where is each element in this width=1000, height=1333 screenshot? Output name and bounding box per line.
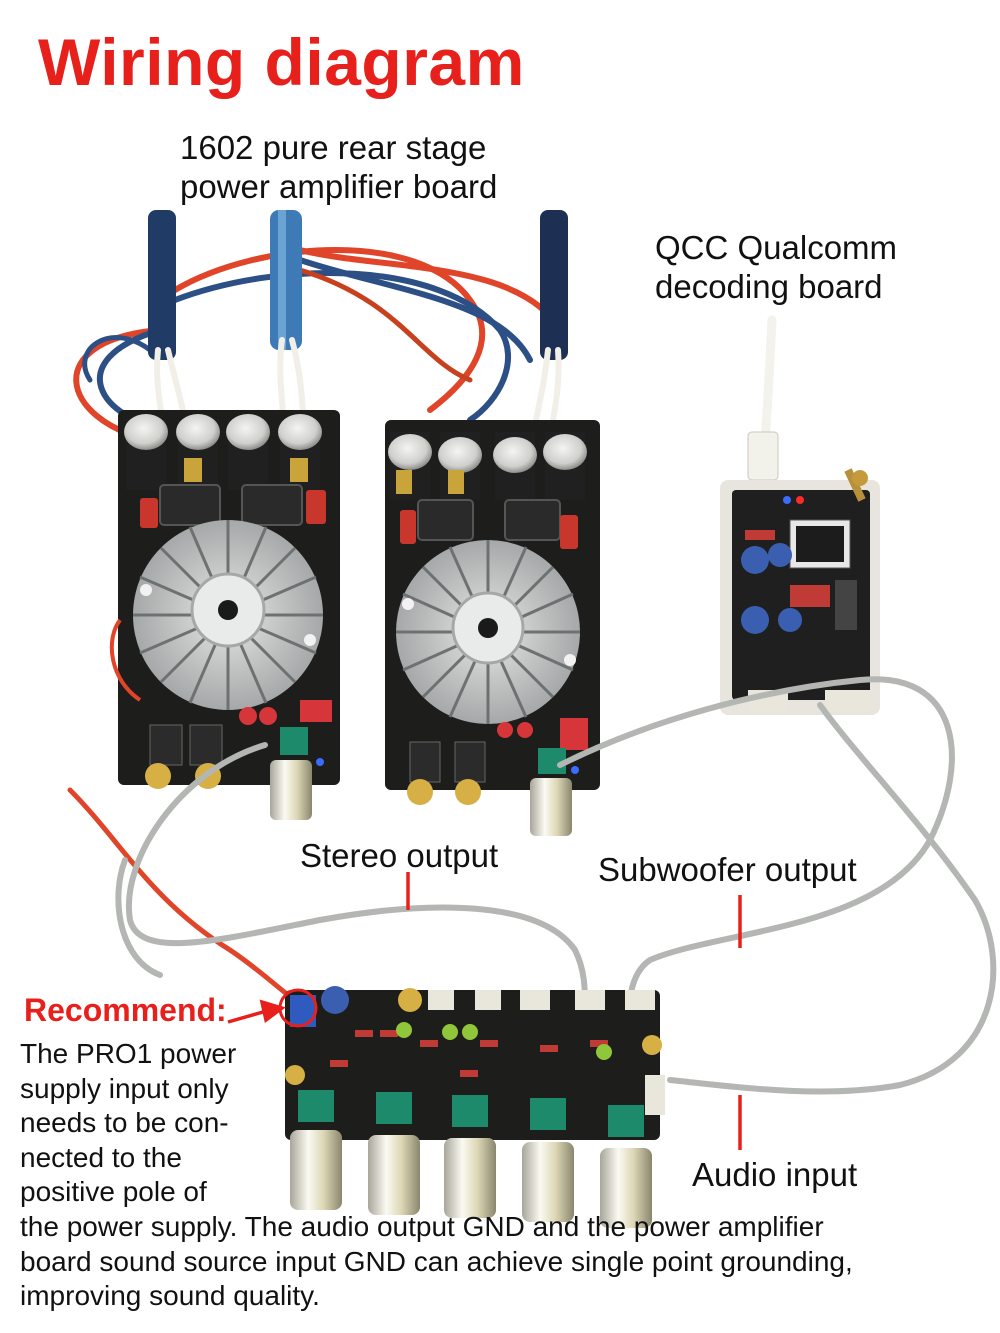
note-line: nected to the	[20, 1141, 182, 1173]
power-amp-board-label: 1602 pure rear stage power amplifier boa…	[180, 128, 497, 206]
preamp-board	[278, 986, 665, 1228]
decoder-label-line-1: QCC Qualcomm	[655, 229, 898, 266]
amp-board-left	[109, 410, 340, 820]
audio-input-label: Audio input	[692, 1156, 858, 1193]
recommend-heading: Recommend:	[24, 992, 227, 1028]
qcc-board	[720, 315, 880, 715]
note-line: needs to be con-	[20, 1107, 229, 1138]
note-line: The PRO1 power	[20, 1038, 237, 1069]
recommend-note-full: the power supply. The audio output GND a…	[20, 1210, 853, 1314]
decoder-label-line-2: decoding board	[655, 268, 883, 305]
amp-right-capacitors	[388, 432, 587, 500]
note-line: board sound source input GND can achieve…	[20, 1245, 853, 1277]
preamp-knobs	[290, 1130, 652, 1228]
audio-cables	[115, 676, 997, 1095]
stereo-output-label: Stereo output	[300, 837, 499, 874]
cable-sleeves	[148, 210, 568, 360]
callout-lines	[227, 872, 742, 1150]
power-cables	[67, 247, 563, 1003]
amp-left-capacitors	[124, 414, 322, 490]
power-amp-label-line-2: power amplifier board	[180, 168, 498, 205]
recommend-note-column: The PRO1 power supply input only needs t…	[20, 1037, 236, 1210]
preamp-pots	[298, 1090, 644, 1137]
subwoofer-output-label: Subwoofer output	[598, 851, 857, 888]
diagram-title: Wiring diagram	[38, 25, 525, 99]
note-line: the power supply. The audio output GND a…	[20, 1211, 824, 1242]
amp-left-heatsink	[133, 520, 323, 710]
amp-board-right	[385, 420, 600, 836]
amp-right-heatsink	[396, 540, 580, 724]
power-amp-label-line-1: 1602 pure rear stage	[180, 129, 487, 166]
note-line: positive pole of	[20, 1176, 207, 1207]
decoder-board-label: QCC Qualcomm decoding board	[655, 228, 897, 306]
note-line: improving sound quality.	[20, 1280, 320, 1311]
note-line: supply input only	[20, 1072, 229, 1104]
